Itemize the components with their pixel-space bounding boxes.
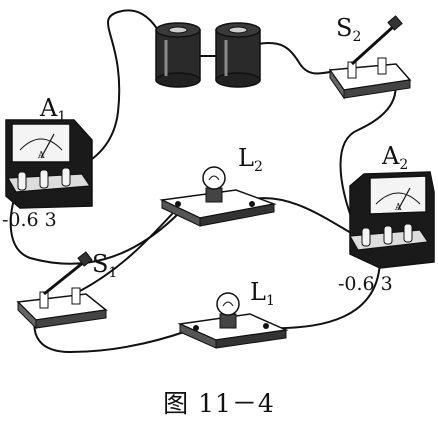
label-s1: S1 [92,250,117,281]
ammeter-a1-face-letter: A [37,151,45,161]
label-a2: A2 [381,142,408,173]
component-labels: A1 L2 S2 A2 S1 L1 -0.6 3 -0.6 3 [2,14,408,309]
battery-cell-right [215,22,261,88]
terminal-labels-a1: -0.6 3 [2,209,57,231]
lamp-l1 [177,292,289,349]
wire-a1-to-l2 [9,185,181,265]
label-s2: S2 [336,14,361,45]
ammeter-a2: A [349,171,435,269]
wire-l2-to-s1 [77,213,173,293]
wire-s1-to-l1 [33,311,191,354]
battery-pack [155,22,261,88]
figure-caption: 图 11－4 [163,389,275,418]
ammeter-a1: A [5,119,93,209]
label-l1: L1 [250,278,275,309]
switch-s1 [16,251,108,330]
ammeter-a2-face-letter: A [394,203,402,213]
terminal-labels-a2: -0.6 3 [338,273,393,295]
label-l2: L2 [238,144,263,175]
wire-s2-to-a2 [339,71,397,231]
battery-cell-left [155,22,201,88]
lamp-l2 [159,166,277,227]
switch-s2 [328,15,412,100]
wires [9,9,397,354]
label-a1: A1 [39,94,66,125]
wire-battery-to-s2 [257,42,331,75]
